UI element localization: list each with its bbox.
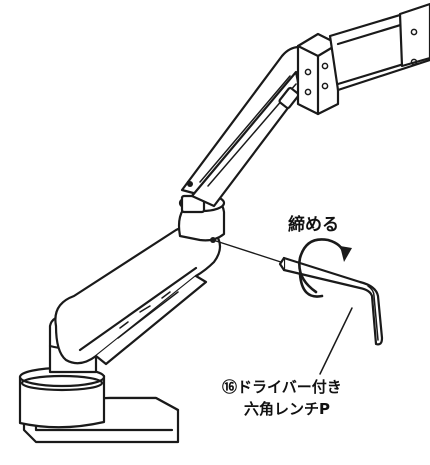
monitor-mount	[296, 2, 430, 116]
leader-line	[319, 307, 353, 375]
hex-wrench	[215, 240, 384, 346]
upper-arm	[180, 45, 312, 208]
part-label-line1: ⑯ドライバー付き	[222, 378, 342, 396]
arrow-head	[340, 246, 352, 262]
tighten-label: 締める	[288, 214, 339, 235]
lower-arm	[54, 223, 222, 366]
part-label-line2: 六角レンチP	[244, 400, 330, 418]
mount-bolt-holes	[304, 28, 418, 96]
tighten-rotation-arrow	[298, 238, 346, 298]
pivot-screw	[187, 181, 193, 187]
hex-screw	[210, 237, 216, 243]
clamp-base	[18, 366, 180, 444]
